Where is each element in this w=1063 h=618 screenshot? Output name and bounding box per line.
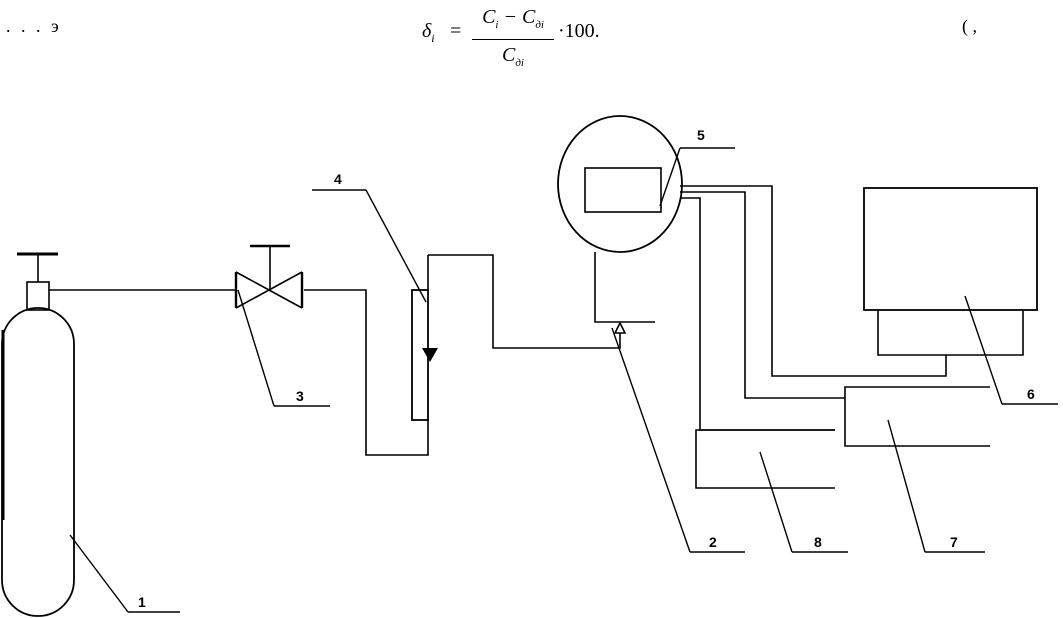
rotameter-float-icon: [422, 348, 438, 362]
formula-numerator: Ci − Cдi: [472, 4, 554, 38]
gas-detector: [557, 115, 683, 323]
error-formula: δi = Ci − Cдi Cдi ·100.: [422, 4, 622, 69]
formula-delta-sub: i: [431, 31, 435, 45]
rotameter: [411, 255, 438, 421]
gas-inlet-arrow-icon: [613, 321, 627, 334]
formula-delta: δ: [422, 20, 432, 42]
formula-lhs: δi: [422, 20, 435, 46]
signal-cables: [680, 185, 947, 431]
gas-cylinder: [1, 252, 75, 617]
formula-minus: −: [503, 6, 517, 28]
formula-num-a: C: [482, 6, 496, 28]
pipe-rotameter-sensor: [428, 254, 621, 349]
pipe-valve-rotameter: [304, 289, 429, 456]
label-1: 1: [138, 594, 146, 610]
header-left-fragment: . . . э: [6, 16, 62, 36]
formula-num-a-sub: i: [495, 19, 499, 31]
formula-tail: ·100.: [558, 20, 600, 42]
formula-denominator: Cдi: [472, 42, 554, 76]
component-labels: 1 2 3 4 5 6 7 8: [138, 127, 1035, 610]
needle-valve: [234, 244, 304, 309]
label-2: 2: [709, 534, 717, 550]
label-7: 7: [950, 534, 958, 550]
label-4: 4: [334, 171, 342, 187]
formula-den-sub: дi: [515, 57, 524, 69]
formula-fraction: Ci − Cдi Cдi: [472, 4, 554, 76]
formula-num-b: C: [521, 6, 536, 28]
label-8: 8: [814, 534, 822, 550]
leader-lines: [69, 147, 1058, 613]
label-6: 6: [1027, 386, 1035, 402]
formula-fraction-bar: [472, 39, 554, 40]
recorder-unit: [863, 187, 1038, 356]
header-right-fragment: ( ,: [962, 16, 977, 36]
formula-equals: =: [450, 20, 462, 42]
control-unit: [844, 386, 990, 447]
formula-den: C: [502, 44, 516, 66]
label-3: 3: [296, 388, 304, 404]
switching-unit: [695, 429, 835, 489]
formula-num-b-sub: дi: [535, 19, 544, 31]
label-5: 5: [697, 127, 705, 143]
